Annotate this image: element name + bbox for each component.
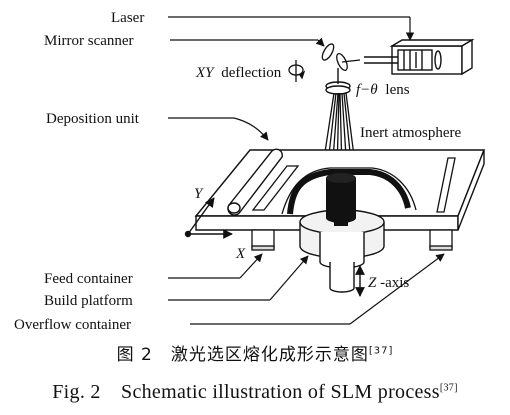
caption-english-text: Fig. 2 Schematic illustration of SLM pro… [52,381,440,403]
powder-layer [287,169,411,215]
label-z-axis: Z -axis [368,275,409,291]
f-theta-symbol: f−θ [356,82,378,98]
f-theta-lens [325,68,351,95]
label-build-platform: Build platform [44,293,133,309]
label-deposition-unit: Deposition unit [46,111,140,127]
label-laser: Laser [111,10,144,26]
feed-container-slot [251,165,300,211]
label-axis-y: Y [194,186,204,202]
deposition-roller [227,148,283,216]
built-part [326,173,356,226]
container-feet [251,229,453,251]
f-theta-lens-text: lens [385,82,409,98]
label-overflow-container: Overflow container [14,317,131,333]
label-inert-atmosphere: Inert atmosphere [360,125,462,141]
z-axis-text: -axis [380,275,409,291]
label-f-theta-lens: f−θ lens [356,82,410,98]
z-symbol: Z [368,275,377,291]
caption-english: Fig. 2 Schematic illustration of SLM pro… [0,375,510,404]
xy-symbol: XY [195,65,215,81]
caption-chinese: 图 2 激光选区熔化成形示意图[37] [0,340,510,365]
label-xy-deflection: XY deflection [195,65,282,81]
label-feed-container: Feed container [44,271,133,287]
laser-unit [364,38,475,76]
overflow-container-slot [436,157,456,213]
leader-lines [168,16,445,325]
xy-axes [184,197,233,239]
caption-english-reference: [37] [439,382,458,394]
caption-chinese-reference: [37] [368,345,394,357]
label-axis-x: X [235,246,246,262]
rotation-arrow-icon [288,60,306,82]
caption-chinese-text: 图 2 激光选区熔化成形示意图 [116,345,369,365]
xy-deflection-text: deflection [221,65,281,81]
mirror-scanner [321,43,361,71]
label-mirror-scanner: Mirror scanner [44,33,134,49]
